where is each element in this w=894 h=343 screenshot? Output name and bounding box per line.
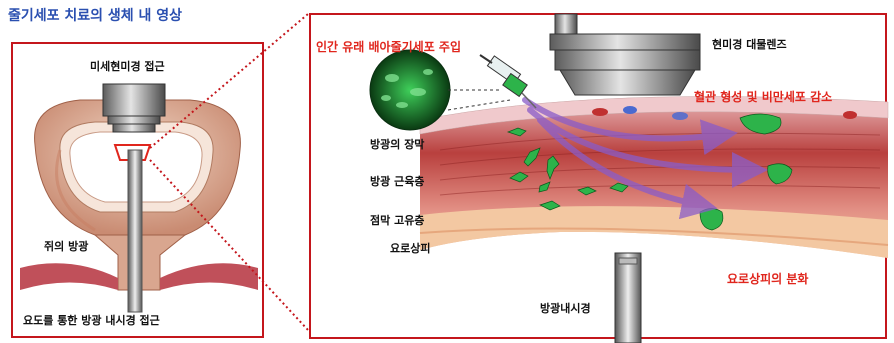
microscope-approach-label: 미세현미경 접근 bbox=[90, 58, 165, 74]
bladder-label: 쥐의 방광 bbox=[44, 238, 88, 254]
layer-label-urothelium: 요로상피 bbox=[390, 240, 430, 256]
vessel-formation-label: 혈관 형성 및 비만세포 감소 bbox=[694, 88, 832, 105]
endoscope-left bbox=[128, 150, 142, 312]
layer-label-muscle: 방광 근육층 bbox=[370, 173, 424, 189]
objective-lens-label: 현미경 대물렌즈 bbox=[712, 36, 787, 52]
urothelium-differentiation-label: 요로상피의 분화 bbox=[727, 270, 808, 287]
layer-label-serosa: 방광의 장막 bbox=[370, 136, 424, 152]
tissue-layers bbox=[420, 96, 888, 258]
endoscope-right bbox=[615, 253, 641, 343]
layer-label-lamina-propria: 점막 고유층 bbox=[370, 212, 424, 228]
urethral-approach-label: 요도를 통한 방광 내시경 접근 bbox=[23, 312, 160, 328]
injection-label: 인간 유래 배아줄기세포 주입 bbox=[316, 38, 461, 55]
cystoscope-label: 방광내시경 bbox=[540, 300, 591, 316]
